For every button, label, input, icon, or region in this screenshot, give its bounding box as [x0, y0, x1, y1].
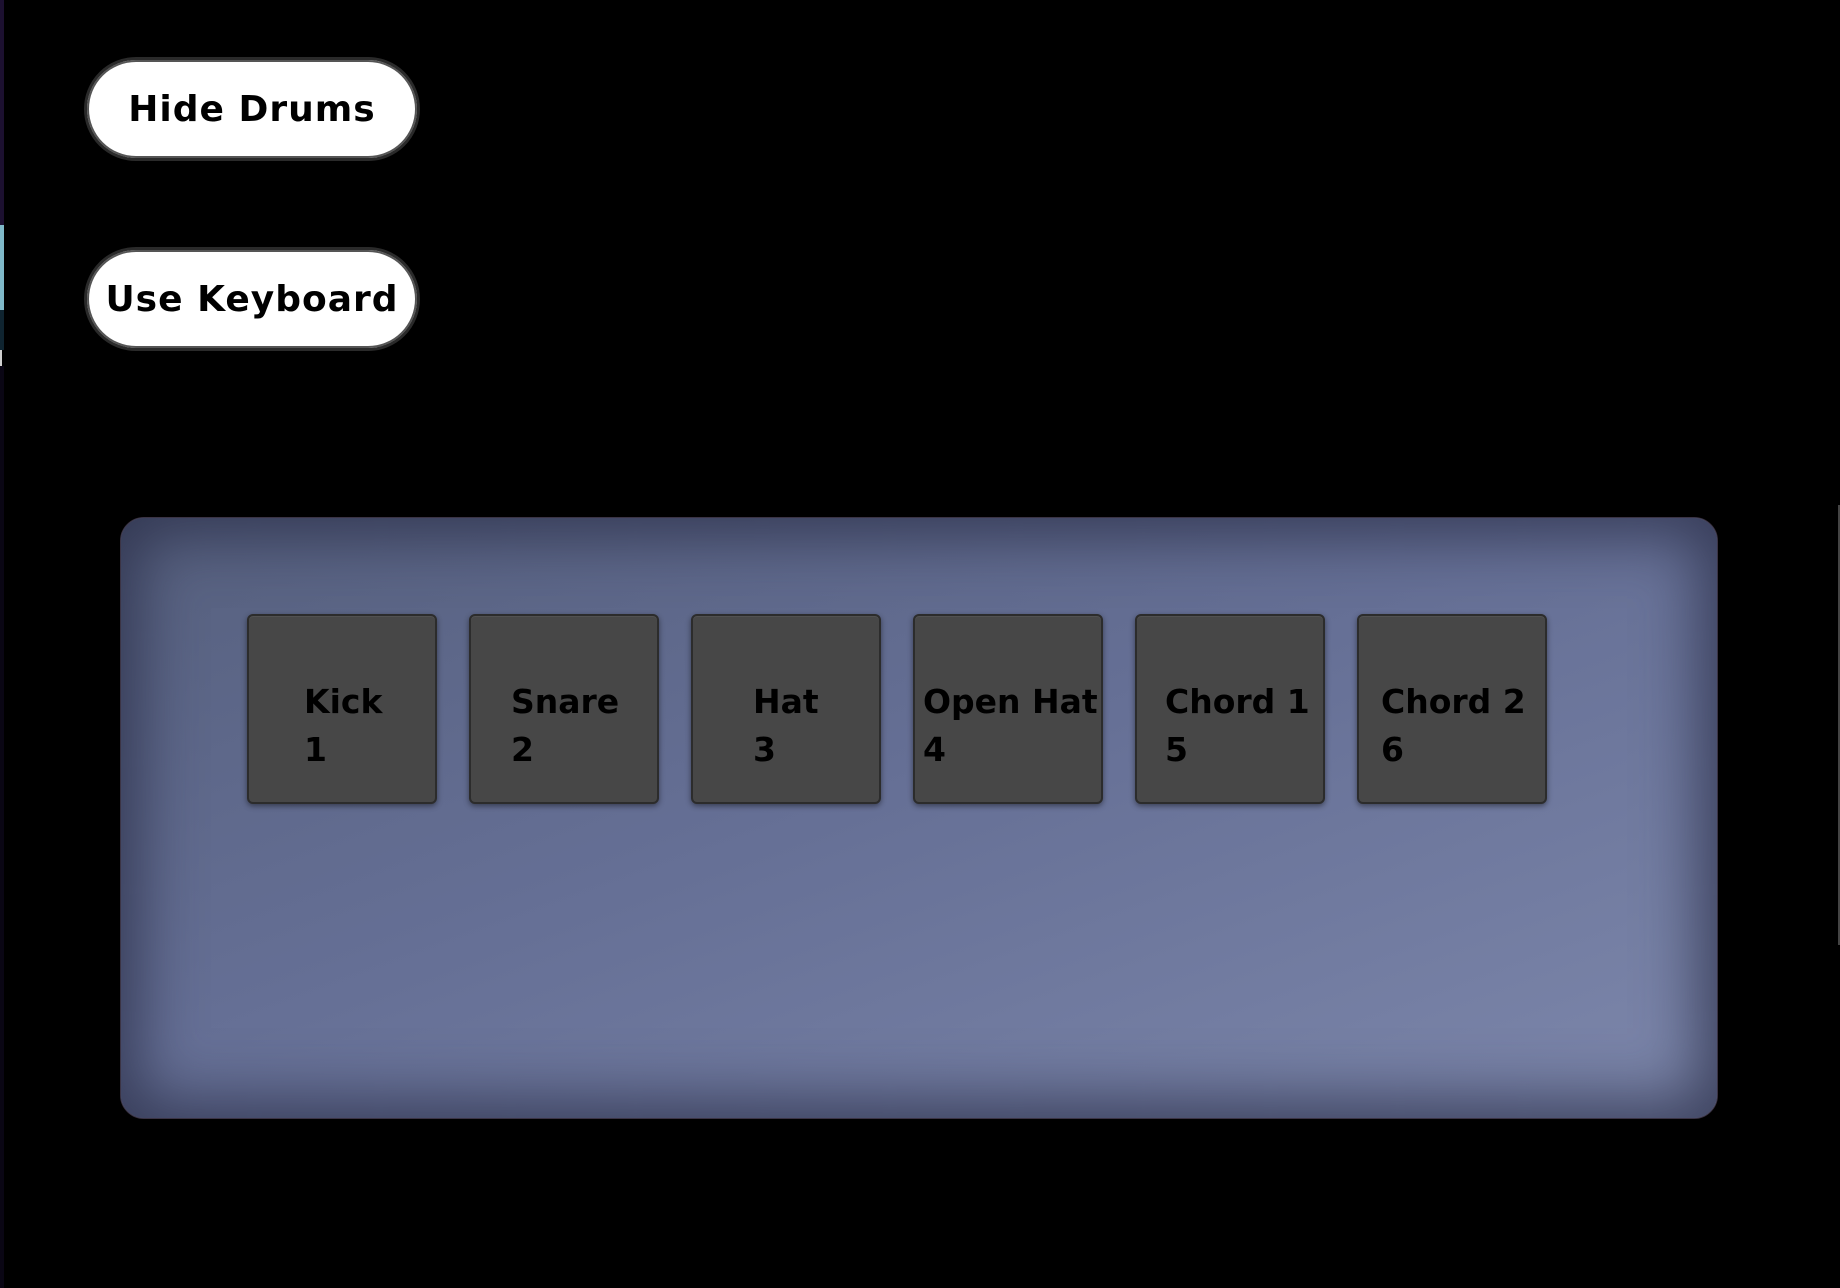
edge-artifact [0, 0, 4, 225]
scrollbar-edge [1838, 505, 1840, 945]
drum-pad-kick[interactable]: Kick 1 [247, 614, 437, 804]
pad-label: Chord 2 [1381, 682, 1526, 721]
pad-key-hint: 4 [923, 730, 946, 769]
pad-key-hint: 2 [511, 730, 534, 769]
use-keyboard-button[interactable]: Use Keyboard [84, 247, 420, 351]
pad-label: Chord 1 [1165, 682, 1310, 721]
edge-artifact [0, 366, 4, 1288]
edge-artifact [0, 310, 4, 350]
pad-label: Open Hat [923, 682, 1098, 721]
drum-pad-open-hat[interactable]: Open Hat 4 [913, 614, 1103, 804]
pad-label: Hat [753, 682, 819, 721]
drum-pad-panel: Kick 1 Snare 2 Hat 3 Open Hat 4 Chord 1 [120, 517, 1718, 1119]
edge-artifact [0, 225, 4, 310]
pad-key-hint: 1 [304, 730, 327, 769]
drum-pad-hat[interactable]: Hat 3 [691, 614, 881, 804]
edge-artifact [0, 350, 2, 366]
drum-pad-chord-1[interactable]: Chord 1 5 [1135, 614, 1325, 804]
pad-label: Kick [304, 682, 383, 721]
pad-key-hint: 3 [753, 730, 776, 769]
drum-pad-snare[interactable]: Snare 2 [469, 614, 659, 804]
hide-drums-button[interactable]: Hide Drums [84, 57, 420, 161]
pad-key-hint: 5 [1165, 730, 1188, 769]
pad-label: Snare [511, 682, 620, 721]
pad-key-hint: 6 [1381, 730, 1404, 769]
drum-pad-chord-2[interactable]: Chord 2 6 [1357, 614, 1547, 804]
